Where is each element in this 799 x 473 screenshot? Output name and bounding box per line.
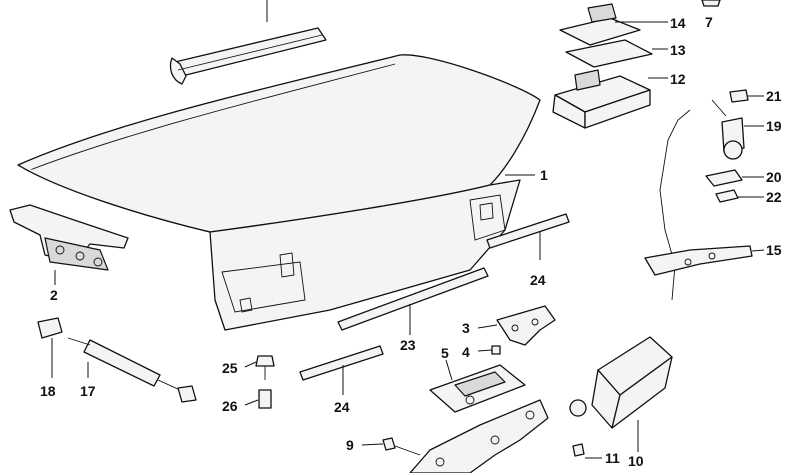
callout-20: 20 xyxy=(766,169,782,185)
callout-9: 9 xyxy=(346,437,354,453)
seal-strip-24-upper xyxy=(486,213,570,260)
gas-strut xyxy=(37,317,197,403)
callout-14: 14 xyxy=(670,15,686,31)
callout-15: 15 xyxy=(766,242,782,258)
callout-17: 17 xyxy=(80,383,96,399)
seal-strip-top xyxy=(169,0,327,85)
screw-9 xyxy=(361,437,421,456)
seal-strip-24-lower xyxy=(299,345,384,395)
callout-4: 4 xyxy=(462,344,470,360)
seal-strip-23 xyxy=(337,267,489,335)
callout-11: 11 xyxy=(605,450,620,466)
part-7 xyxy=(701,0,721,7)
callout-21: 21 xyxy=(766,88,782,104)
callout-19: 19 xyxy=(766,118,782,134)
hinge xyxy=(9,204,129,285)
small-parts xyxy=(705,169,764,203)
bolt-group xyxy=(244,355,275,409)
callout-1: 1 xyxy=(540,167,548,183)
callout-3: 3 xyxy=(462,320,470,336)
lock-assembly xyxy=(552,3,668,129)
callout-26: 26 xyxy=(222,398,238,414)
lock-rod xyxy=(644,109,765,301)
lock-part-5 xyxy=(429,359,526,413)
callout-22: 22 xyxy=(766,189,782,205)
latch-bracket xyxy=(477,305,556,355)
callout-24a: 24 xyxy=(530,272,546,288)
callout-12: 12 xyxy=(670,71,686,87)
actuator xyxy=(569,336,673,452)
callout-2: 2 xyxy=(50,287,58,303)
trunk-lid xyxy=(17,54,541,331)
latch-plate xyxy=(409,399,549,473)
callout-23: 23 xyxy=(400,337,416,353)
screw-11 xyxy=(572,443,602,459)
callout-7: 7 xyxy=(705,14,713,30)
callout-24b: 24 xyxy=(334,399,350,415)
callout-5: 5 xyxy=(441,345,449,361)
callout-18: 18 xyxy=(40,383,56,399)
callout-25: 25 xyxy=(222,360,238,376)
lock-cylinder xyxy=(711,89,764,160)
callout-13: 13 xyxy=(670,42,686,58)
callout-10: 10 xyxy=(628,453,644,469)
